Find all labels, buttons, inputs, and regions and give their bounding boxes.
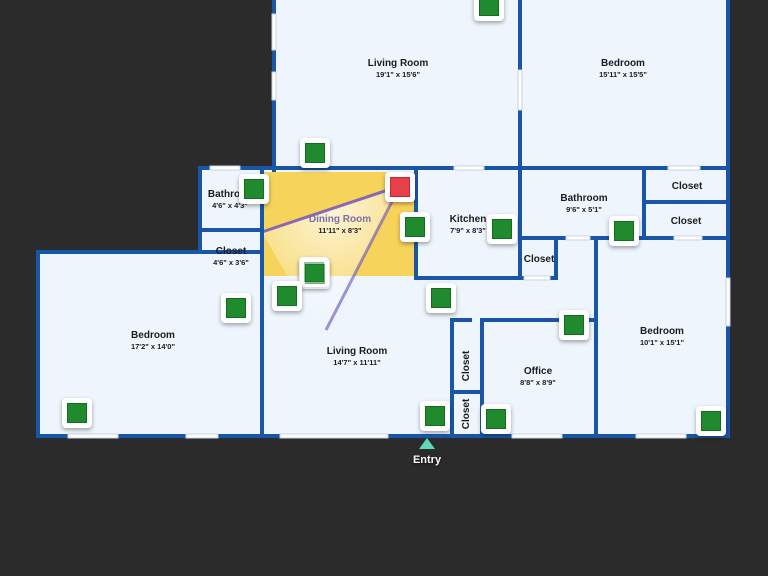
room-name-bathroom-right: Bathroom bbox=[560, 193, 607, 204]
room-dims-living-room-top: 19'1" x 15'6" bbox=[376, 70, 420, 79]
photo-marker[interactable] bbox=[272, 281, 302, 311]
photo-marker-active[interactable] bbox=[385, 172, 415, 202]
photo-marker[interactable] bbox=[559, 310, 589, 340]
room-name-closet-mid: Closet bbox=[524, 254, 555, 265]
room-name-closet-right-1: Closet bbox=[672, 181, 703, 192]
room-dims-bedroom-right: 10'1" x 15'1" bbox=[640, 338, 684, 347]
photo-marker[interactable] bbox=[62, 398, 92, 428]
marker-square bbox=[277, 286, 297, 306]
room-dims-bathroom-left: 4'6" x 4'3" bbox=[212, 201, 248, 210]
marker-square bbox=[305, 143, 325, 163]
photo-marker[interactable] bbox=[696, 406, 726, 436]
photo-marker[interactable] bbox=[420, 401, 450, 431]
photo-marker[interactable] bbox=[609, 216, 642, 249]
marker-square bbox=[431, 288, 451, 308]
photo-marker[interactable] bbox=[239, 174, 269, 204]
room-name-closet-left: Closet bbox=[216, 246, 247, 257]
photo-marker[interactable] bbox=[487, 214, 517, 244]
photo-marker[interactable] bbox=[426, 283, 456, 313]
room-dims-closet-left: 4'6" x 3'6" bbox=[213, 258, 249, 267]
room-dims-bedroom-left: 17'2" x 14'0" bbox=[131, 342, 175, 351]
room-name-closet-right-2: Closet bbox=[671, 216, 702, 227]
marker-square bbox=[486, 409, 506, 429]
entry-arrow-icon bbox=[419, 438, 435, 449]
room-name-closet-vert-2: Closet bbox=[461, 398, 472, 429]
room-name-dining-room: Dining Room bbox=[309, 214, 371, 225]
room-name-living-room-main: Living Room bbox=[327, 346, 388, 357]
room-name-bedroom-left: Bedroom bbox=[131, 330, 175, 341]
marker-square bbox=[405, 217, 425, 237]
marker-square bbox=[564, 315, 584, 335]
marker-square bbox=[479, 0, 499, 16]
marker-square bbox=[701, 411, 721, 431]
photo-marker[interactable] bbox=[300, 138, 330, 168]
marker-square bbox=[614, 221, 634, 241]
entry-label: Entry bbox=[412, 454, 442, 466]
room-name-bedroom-right: Bedroom bbox=[640, 326, 684, 337]
windows bbox=[67, 13, 731, 439]
photo-marker[interactable] bbox=[400, 212, 433, 245]
room-labels: Living Room 19'1" x 15'6" Bedroom 15'11"… bbox=[131, 58, 703, 429]
marker-square bbox=[390, 177, 410, 197]
room-dims-living-room-main: 14'7" x 11'11" bbox=[333, 358, 381, 367]
marker-square bbox=[244, 179, 264, 199]
room-dims-kitchen: 7'9" x 8'3" bbox=[450, 226, 486, 235]
room-dims-office: 8'8" x 8'9" bbox=[520, 378, 556, 387]
photo-marker[interactable] bbox=[474, 0, 504, 21]
room-name-kitchen: Kitchen bbox=[450, 214, 487, 225]
photo-marker[interactable] bbox=[221, 293, 251, 323]
room-dims-bathroom-right: 9'6" x 5'1" bbox=[566, 205, 602, 214]
entry-marker[interactable]: Entry bbox=[409, 436, 445, 472]
view-line bbox=[324, 185, 402, 331]
room-name-bedroom-top-right: Bedroom bbox=[601, 58, 645, 69]
marker-square bbox=[425, 406, 445, 426]
photo-marker[interactable] bbox=[481, 404, 511, 434]
photo-marker[interactable] bbox=[300, 259, 330, 289]
marker-square bbox=[305, 264, 325, 284]
marker-square bbox=[492, 219, 512, 239]
room-name-living-room-top: Living Room bbox=[368, 58, 429, 69]
marker-square bbox=[226, 298, 246, 318]
view-line bbox=[261, 184, 401, 234]
room-name-closet-vert-1: Closet bbox=[461, 350, 472, 381]
room-dims-dining-room: 11'11" x 8'3" bbox=[318, 226, 362, 235]
room-name-office: Office bbox=[524, 366, 553, 377]
marker-square bbox=[67, 403, 87, 423]
room-name-bathroom-left: Bathro bbox=[208, 189, 240, 200]
room-dims-bedroom-top-right: 15'11" x 15'5" bbox=[599, 70, 647, 79]
